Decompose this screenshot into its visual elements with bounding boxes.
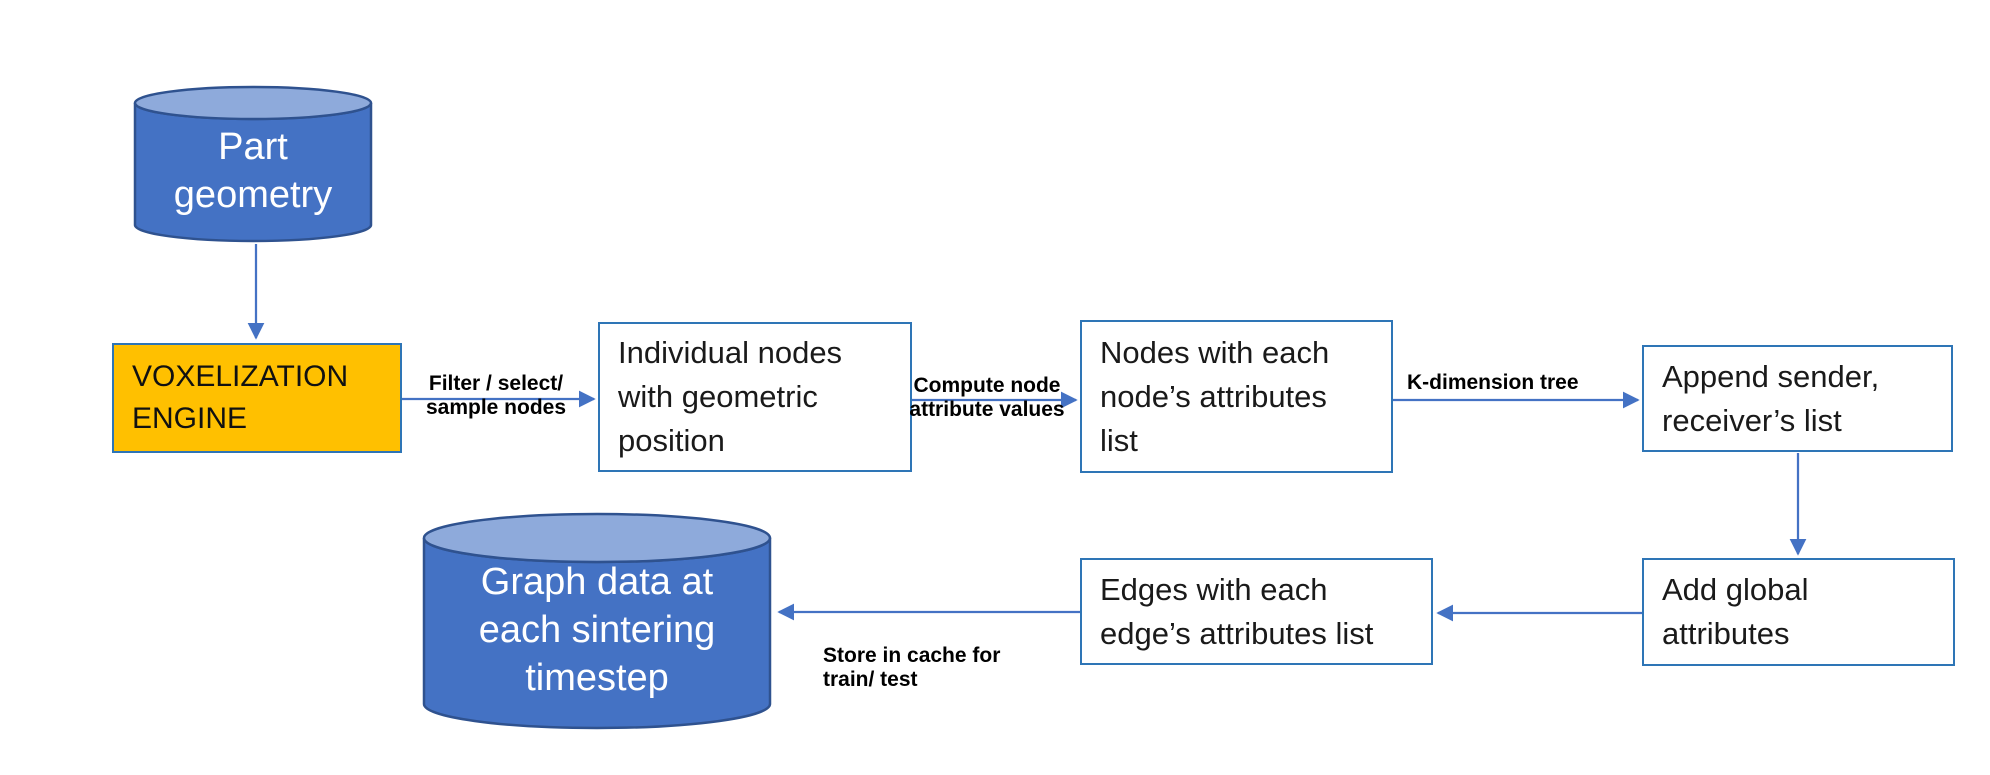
edge-label-filter-select-sample: Filter / select/ sample nodes [425,372,567,419]
node-voxelization-engine: VOXELIZATION ENGINE [112,343,402,453]
node-part-geometry: Part geometry [133,85,373,243]
edge-label-store-in-cache: Store in cache for train/ test [823,644,1001,691]
node-graph-data: Graph data at each sintering timestep [422,512,772,730]
node-individual-nodes: Individual nodes with geometric position [598,322,912,472]
node-nodes-with-attributes-label: Nodes with each node’s attributes list [1100,334,1330,458]
node-voxelization-engine-label: VOXELIZATION ENGINE [132,360,349,435]
node-nodes-with-attributes: Nodes with each node’s attributes list [1080,320,1393,473]
node-add-global-attributes-label: Add global attributes [1662,572,1809,651]
cylinder-shape [133,85,373,243]
node-graph-data-label: Graph data at each sintering timestep [478,561,716,699]
node-edges-with-attributes: Edges with each edge’s attributes list [1080,558,1433,665]
node-add-global-attributes: Add global attributes [1642,558,1955,666]
edge-label-k-dimension-tree: K-dimension tree [1407,371,1579,394]
node-individual-nodes-label: Individual nodes with geometric position [618,335,843,458]
node-part-geometry-label: Part geometry [173,126,333,216]
edge-label-compute-node-attributes: Compute node attribute values [909,374,1065,421]
node-edges-with-attributes-label: Edges with each edge’s attributes list [1100,571,1374,651]
node-append-sender-label: Append sender, receiver’s list [1662,358,1880,438]
node-append-sender: Append sender, receiver’s list [1642,345,1953,452]
cylinder-shape [422,512,772,730]
